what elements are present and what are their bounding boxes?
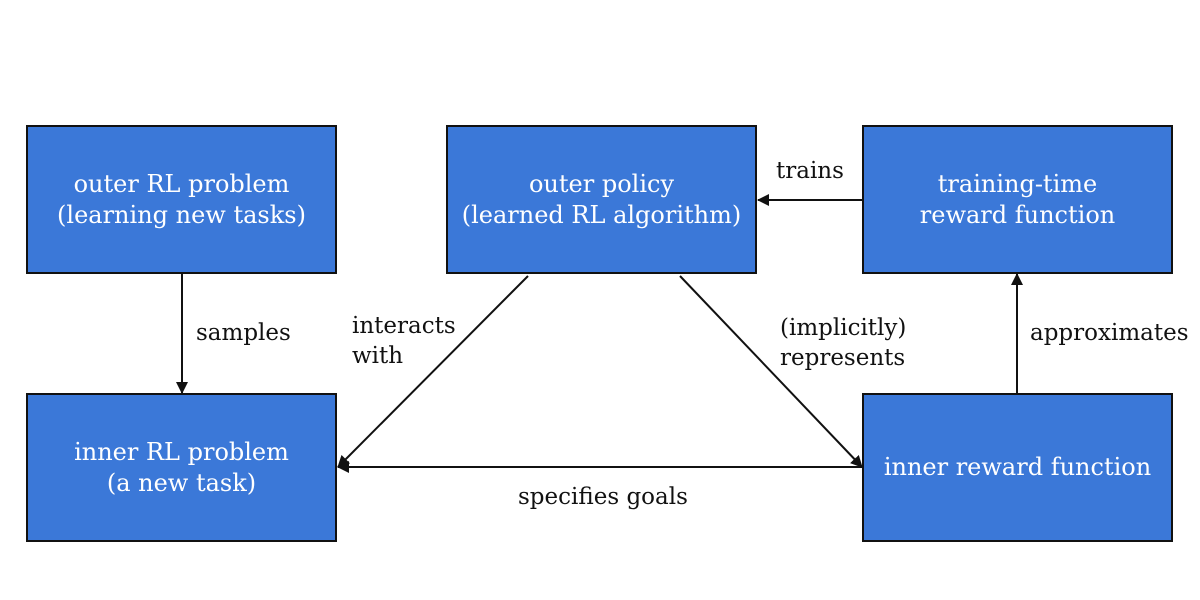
training-reward-line-2: reward function <box>919 200 1116 229</box>
label-implicitly-represents-line-1: (implicitly) <box>780 315 907 341</box>
label-trains: trains <box>776 156 844 186</box>
label-trains-line-1: trains <box>776 158 844 184</box>
outer-rl-problem-line-2: (learning new tasks) <box>57 200 306 229</box>
label-specifies-goals: specifies goals <box>518 482 688 512</box>
label-specifies-goals-line-1: specifies goals <box>518 484 688 510</box>
inner-rl-problem-line-2: (a new task) <box>106 468 257 497</box>
outer-policy-box: outer policy (learned RL algorithm) <box>446 125 757 274</box>
training-reward-line-1: training-time <box>937 169 1098 198</box>
arrow-implicitly-represents <box>679 275 863 468</box>
label-approximates-line-1: approximates <box>1030 320 1189 346</box>
inner-rl-problem-line-1: inner RL problem <box>74 437 289 466</box>
inner-reward-box: inner reward function <box>862 393 1173 542</box>
outer-rl-problem-box: outer RL problem (learning new tasks) <box>26 125 337 274</box>
outer-policy-line-1: outer policy <box>528 169 675 198</box>
inner-rl-problem-box: inner RL problem (a new task) <box>26 393 337 542</box>
arrow-interacts-with <box>337 275 529 468</box>
label-interacts-with-line-2: with <box>352 343 404 369</box>
label-interacts-with-line-1: interacts <box>352 313 456 339</box>
label-approximates: approximates <box>1030 318 1189 348</box>
label-interacts-with: interacts with <box>352 311 456 371</box>
label-implicitly-represents-line-2: represents <box>780 345 906 371</box>
outer-policy-line-2: (learned RL algorithm) <box>461 200 742 229</box>
label-samples-line-1: samples <box>196 320 291 346</box>
label-implicitly-represents: (implicitly) represents <box>780 313 906 373</box>
label-samples: samples <box>196 318 291 348</box>
inner-reward-line-1: inner reward function <box>883 453 1152 481</box>
training-reward-box: training-time reward function <box>862 125 1173 274</box>
outer-rl-problem-line-1: outer RL problem <box>73 169 290 198</box>
